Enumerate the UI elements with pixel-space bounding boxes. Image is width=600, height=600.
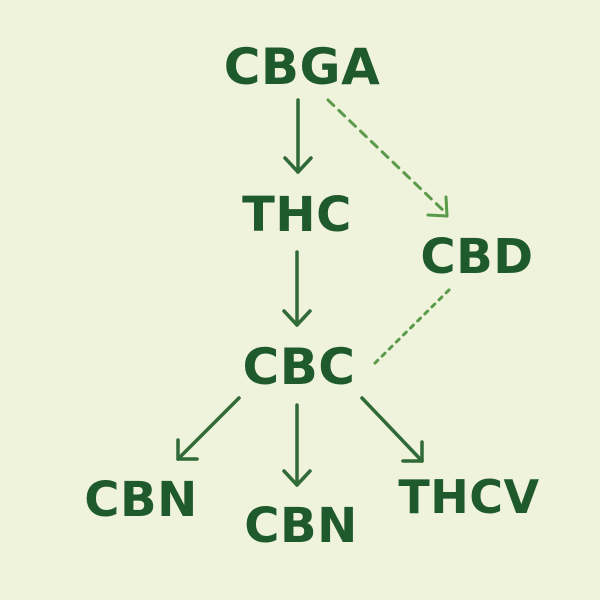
node-thc: THC xyxy=(242,187,352,243)
edge-cbc-cbn-center xyxy=(282,403,312,487)
node-cbc: CBC xyxy=(242,338,356,396)
node-cbn-center: CBN xyxy=(244,498,358,554)
edge-cbga-cbd xyxy=(326,98,449,218)
node-cbn-left: CBN xyxy=(84,472,198,528)
node-thcv: THCV xyxy=(398,470,540,524)
node-cbga: CBGA xyxy=(223,38,381,96)
node-cbd: CBD xyxy=(420,229,534,285)
edge-thc-cbc xyxy=(282,250,312,327)
edge-cbc-cbn-left xyxy=(176,396,241,461)
edge-cbga-thc xyxy=(283,98,313,174)
edge-cbd-cbc xyxy=(370,288,451,368)
edge-cbc-thcv xyxy=(360,396,424,463)
